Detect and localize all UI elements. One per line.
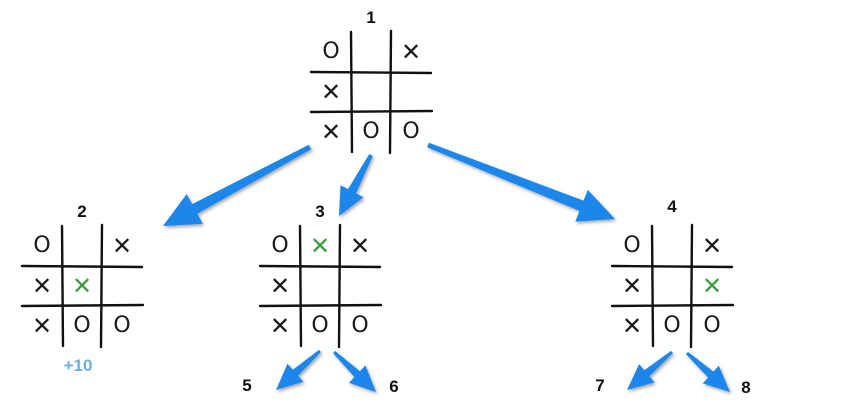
x-mark: ✕ bbox=[31, 312, 53, 340]
leaf-label-8: 8 bbox=[741, 378, 751, 397]
arrow-3-to-6 bbox=[333, 350, 376, 392]
arrow-1-to-4 bbox=[427, 142, 615, 222]
board-grid bbox=[309, 29, 434, 155]
node-label-1: 1 bbox=[366, 8, 376, 27]
x-mark: ✕ bbox=[111, 232, 133, 260]
o-mark: O bbox=[703, 313, 721, 338]
o-mark: O bbox=[33, 233, 51, 258]
x-mark: ✕ bbox=[621, 272, 643, 300]
grid-line bbox=[60, 224, 65, 348]
empty-cell bbox=[652, 266, 692, 306]
grid-line bbox=[258, 303, 383, 308]
grid-line bbox=[309, 109, 434, 114]
arrow-1-to-2 bbox=[163, 144, 312, 226]
x-mark: ✕ bbox=[349, 232, 371, 260]
grid-line bbox=[610, 264, 734, 269]
o-mark: O bbox=[402, 119, 420, 144]
empty-cell bbox=[652, 226, 692, 266]
empty-cell bbox=[300, 266, 340, 306]
x-mark: ✕ bbox=[400, 38, 422, 66]
grid-line bbox=[20, 264, 144, 269]
x-mark: ✕ bbox=[31, 272, 53, 300]
x-mark: ✕ bbox=[320, 118, 342, 146]
empty-cell bbox=[340, 266, 380, 306]
grid-line bbox=[689, 223, 694, 349]
empty-cell bbox=[391, 72, 431, 112]
leaf-label-7: 7 bbox=[595, 376, 605, 395]
o-mark: O bbox=[663, 313, 681, 338]
x-mark: ✕ bbox=[701, 232, 723, 260]
grid-line bbox=[309, 70, 433, 75]
o-mark: O bbox=[113, 313, 131, 338]
o-mark: O bbox=[623, 233, 641, 258]
o-mark: O bbox=[362, 119, 380, 144]
arrow-3-to-5 bbox=[276, 349, 321, 390]
score-node-2: +10 bbox=[63, 356, 93, 375]
x-mark: ✕ bbox=[269, 272, 291, 300]
x-mark: ✕ bbox=[621, 312, 643, 340]
o-mark: O bbox=[73, 313, 91, 338]
grid-line bbox=[298, 224, 303, 348]
grid-line bbox=[99, 223, 104, 349]
leaf-label-5: 5 bbox=[242, 376, 252, 395]
x-mark: ✕ bbox=[269, 312, 291, 340]
empty-cell bbox=[102, 266, 142, 306]
x-mark: ✕ bbox=[309, 232, 331, 260]
leaf-label-6: 6 bbox=[389, 377, 399, 396]
grid-line bbox=[388, 29, 393, 155]
board-grid bbox=[258, 223, 383, 349]
grid-line bbox=[20, 303, 145, 308]
x-mark: ✕ bbox=[701, 272, 723, 300]
o-mark: O bbox=[271, 233, 289, 258]
board-grid bbox=[20, 223, 145, 349]
grid-line bbox=[349, 30, 354, 154]
board-grid bbox=[610, 223, 735, 349]
o-mark: O bbox=[311, 313, 329, 338]
x-mark: ✕ bbox=[71, 272, 93, 300]
grid-line bbox=[337, 223, 342, 349]
node-label-2: 2 bbox=[77, 202, 87, 221]
grid-line bbox=[610, 303, 735, 308]
x-mark: ✕ bbox=[320, 78, 342, 106]
o-mark: O bbox=[322, 39, 340, 64]
empty-cell bbox=[351, 32, 391, 72]
empty-cell bbox=[351, 72, 391, 112]
arrow-1-to-3 bbox=[339, 154, 373, 216]
arrow-4-to-8 bbox=[686, 351, 730, 392]
node-label-4: 4 bbox=[667, 197, 677, 216]
grid-line bbox=[650, 224, 655, 348]
node-label-3: 3 bbox=[315, 202, 325, 221]
empty-cell bbox=[62, 226, 102, 266]
arrow-4-to-7 bbox=[627, 350, 673, 390]
o-mark: O bbox=[351, 313, 369, 338]
grid-line bbox=[258, 264, 382, 269]
